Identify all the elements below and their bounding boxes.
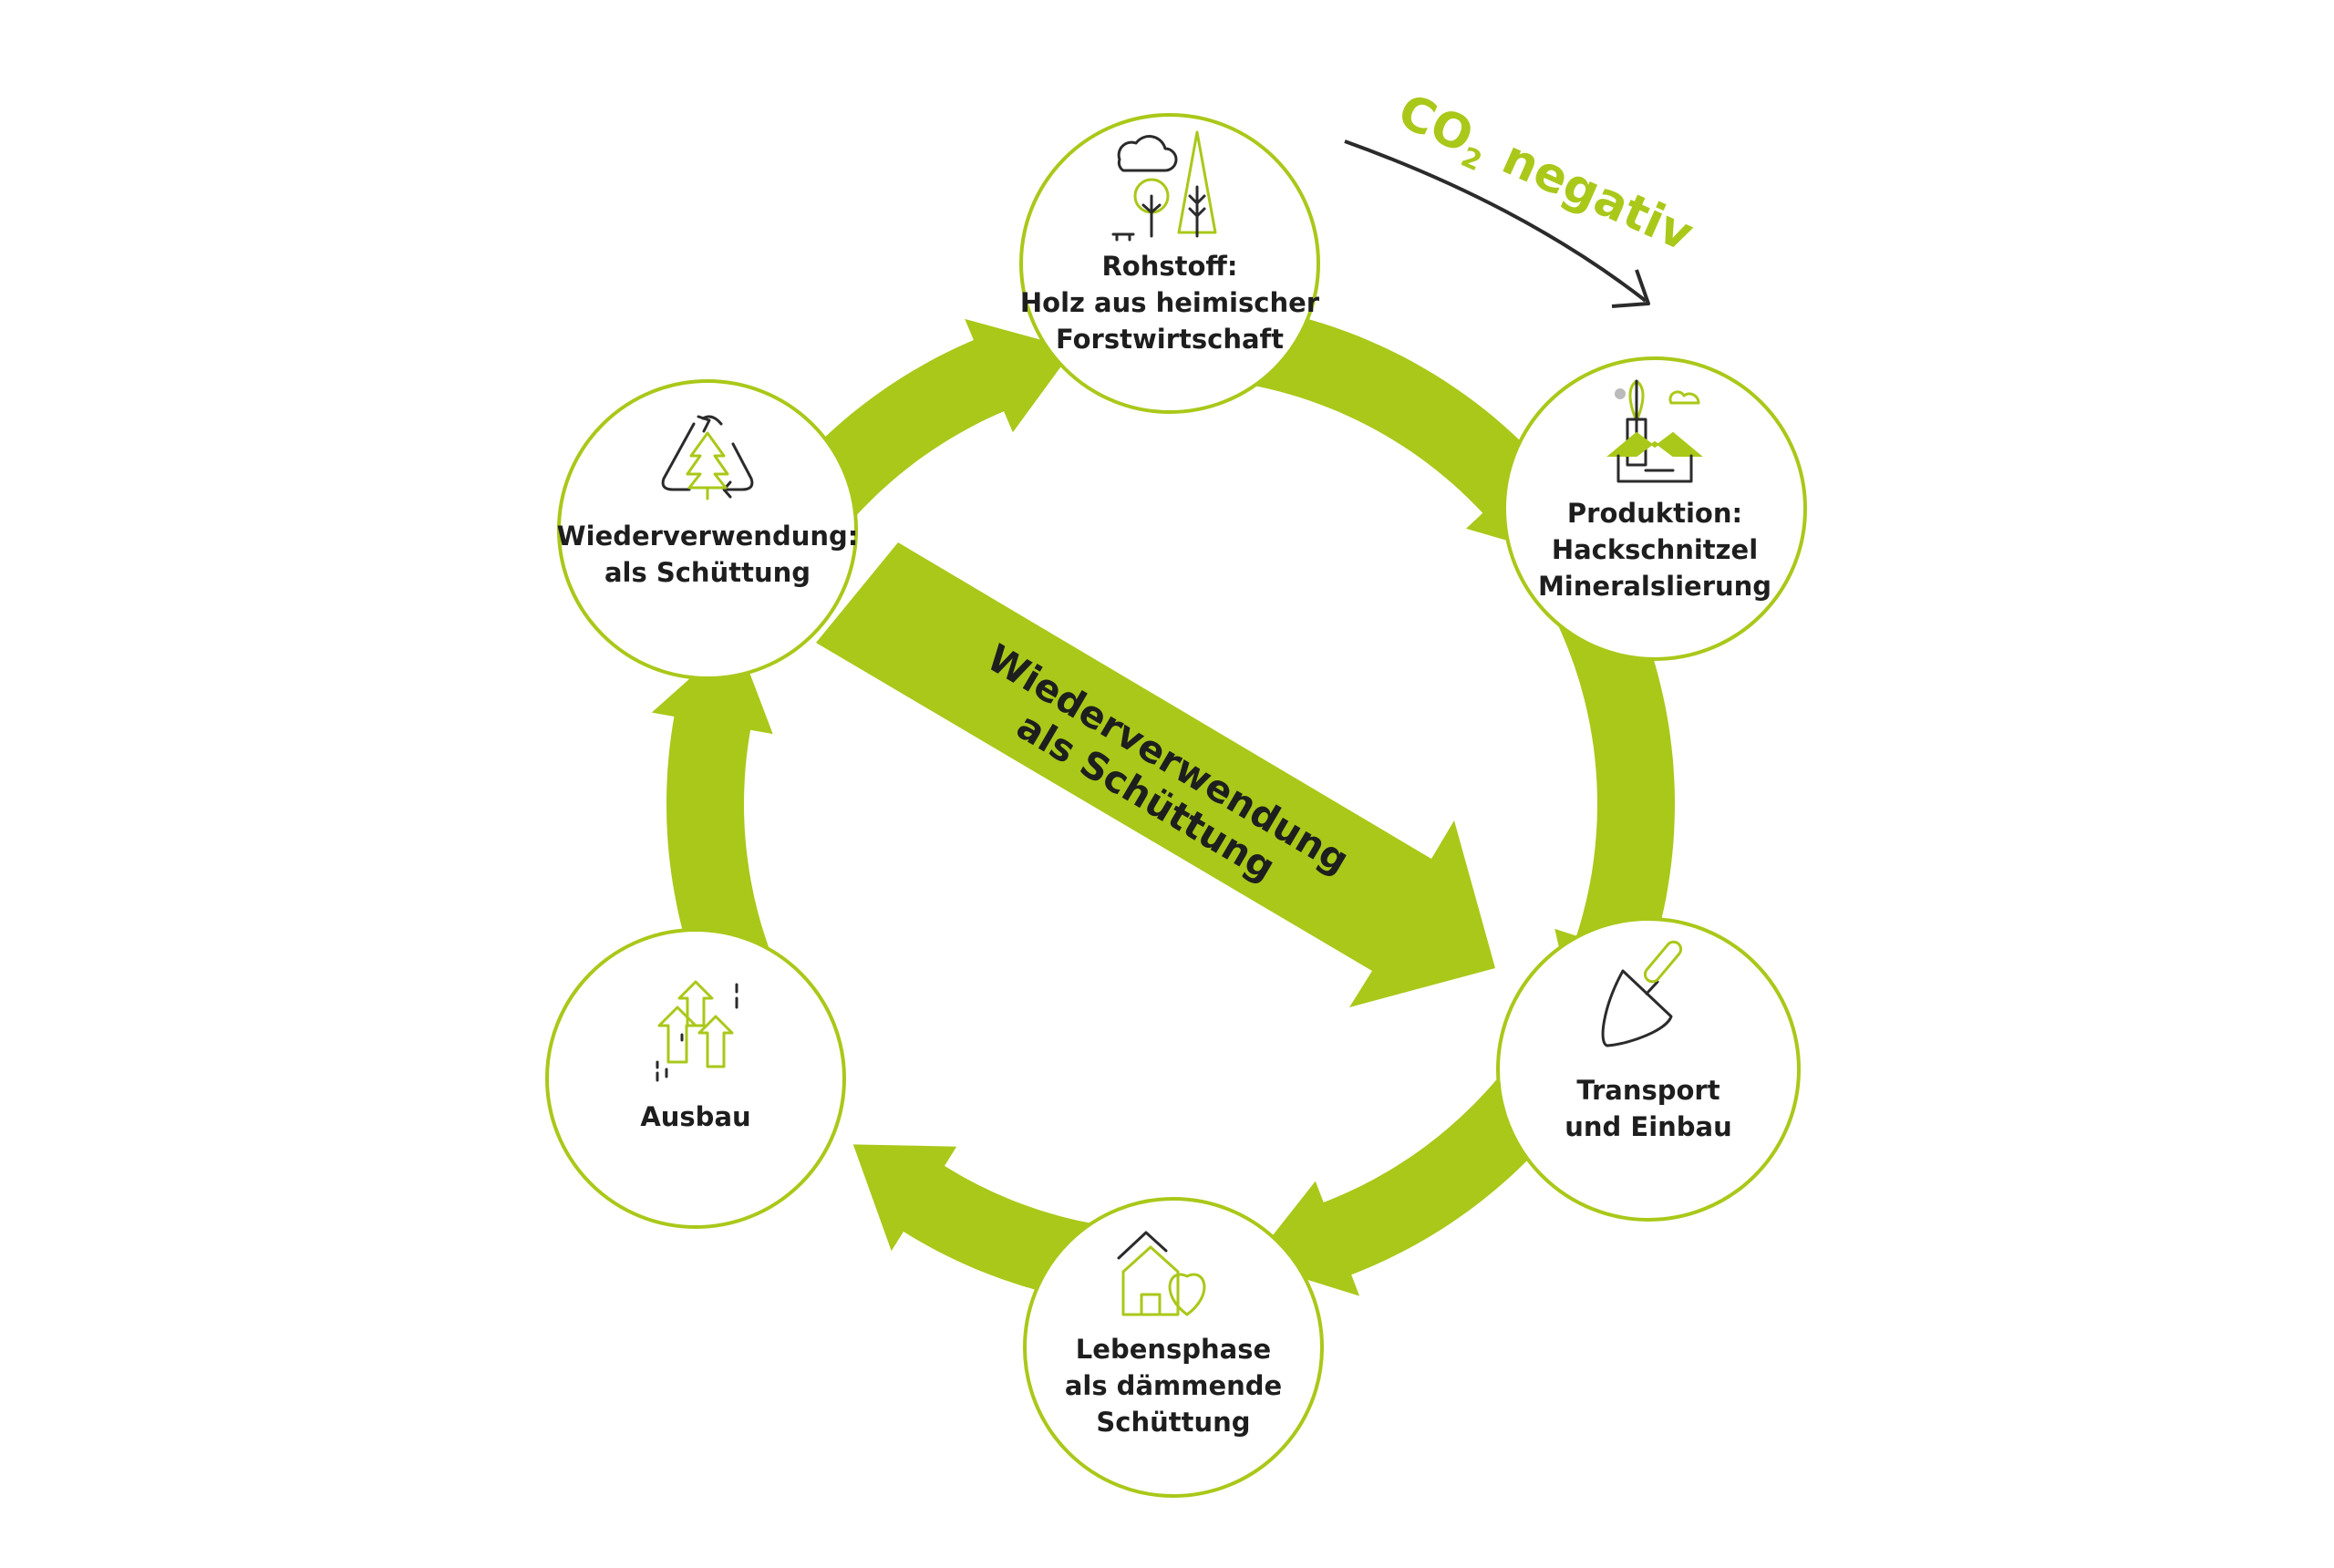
- stage-label-line: als dämmende: [1065, 1370, 1282, 1401]
- stage-circle: [1019, 113, 1320, 414]
- center-reuse-arrow: Wiederverwendung als Schüttung: [816, 542, 1495, 1007]
- stage-label-line: Wiederverwendung:: [557, 521, 859, 552]
- stage-nodes: Rohstoff: Holz aus heimischer Forstwirts…: [545, 113, 1807, 1498]
- stage-circle: [557, 379, 858, 680]
- stage-circle: [1023, 1197, 1324, 1498]
- stage-ausbau: Ausbau: [545, 928, 846, 1229]
- trowel-icon: [1601, 940, 1683, 1047]
- stage-label-line: Produktion:: [1567, 498, 1742, 529]
- stage-label-line: als Schüttung: [604, 557, 811, 588]
- stage-label-line: Lebensphase: [1076, 1334, 1271, 1365]
- stage-transport: Transport und Einbau: [1496, 917, 1801, 1222]
- forest-icon: [1111, 130, 1217, 242]
- stage-circle: [545, 928, 846, 1229]
- center-arrow-shape: [816, 542, 1495, 1007]
- recycle-tree-icon: [661, 415, 754, 500]
- stage-label-line: Mineralslierung: [1538, 571, 1771, 602]
- stage-label-line: Transport: [1576, 1075, 1720, 1106]
- stage-label-line: Holz aus heimischer: [1020, 287, 1320, 318]
- co2-word: negativ: [1494, 130, 1701, 263]
- house-heart-icon: [1117, 1231, 1206, 1316]
- stage-lebensphase: Lebensphase als dämmende Schüttung: [1023, 1197, 1324, 1498]
- arrows-up-icon: [656, 980, 738, 1082]
- factory-icon: [1606, 379, 1703, 483]
- stage-circle: [1496, 917, 1801, 1222]
- stage-label-line: Hackschnitzel: [1552, 534, 1758, 565]
- stage-label-line: Ausbau: [640, 1101, 750, 1132]
- cycle-arrow-4: [1536, 544, 1675, 1030]
- stage-label-line: Forstwirtschaft: [1056, 324, 1284, 355]
- stage-label-line: Schüttung: [1096, 1407, 1250, 1438]
- stage-label-line: Rohstoff:: [1101, 251, 1237, 282]
- stage-wiederverwendung: Wiederverwendung: als Schüttung: [557, 379, 859, 680]
- co2-arrow-head: [1611, 269, 1650, 308]
- stage-circle: [1503, 356, 1807, 661]
- stage-rohstoff: Rohstoff: Holz aus heimischer Forstwirts…: [1019, 113, 1320, 414]
- stage-produktion: Produktion: Hackschnitzel Mineralslierun…: [1503, 356, 1807, 661]
- co2-curved-arrow: [1344, 139, 1647, 303]
- stage-label-line: und Einbau: [1565, 1111, 1732, 1142]
